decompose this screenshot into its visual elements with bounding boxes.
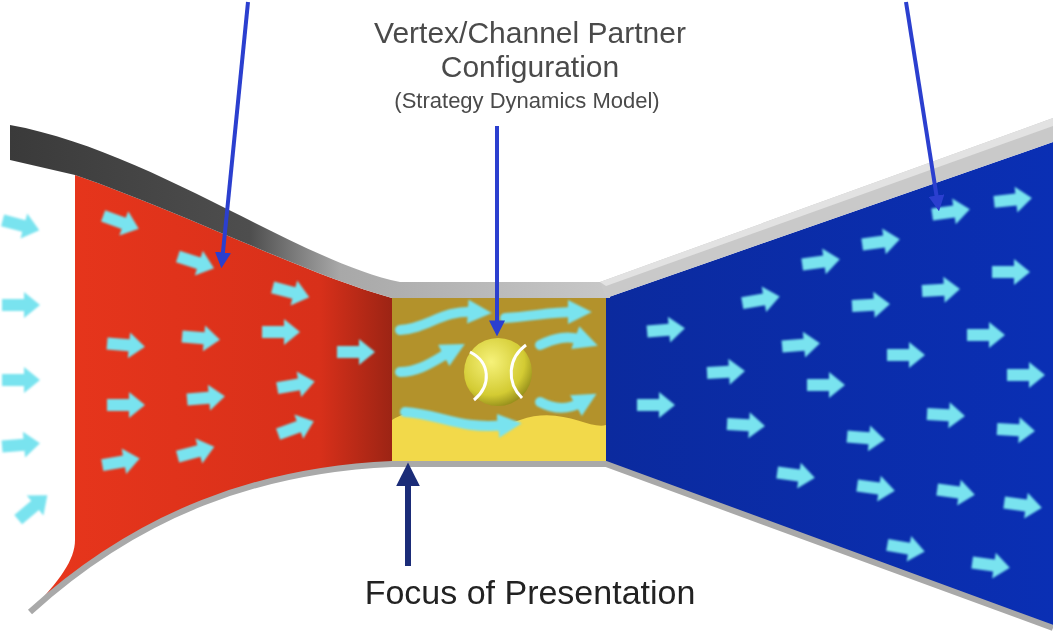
flow-arrow [540, 338, 582, 345]
flow-arrow [540, 402, 582, 408]
callout-label: Focus of Presentation [365, 572, 696, 612]
flow-arrow [100, 446, 142, 478]
pointer-arrow [495, 126, 499, 330]
flow-arrow [1007, 362, 1045, 388]
flow-arrow [935, 477, 976, 508]
flow-arrow [2, 367, 40, 393]
flow-arrow [860, 226, 901, 257]
flow-arrows [637, 185, 1045, 581]
flow-arrow [186, 383, 226, 412]
lower-wall [30, 464, 1053, 628]
flow-arrow [781, 330, 821, 359]
flow-arrow [10, 485, 56, 529]
flow-arrow [505, 312, 575, 318]
tennis-ball [464, 338, 532, 406]
flow-arrow [706, 358, 745, 386]
callout-subtitle: (Strategy Dynamics Model) [394, 88, 659, 114]
flow-arrow [106, 330, 146, 359]
flow-arrow [855, 473, 896, 504]
upper-wall-right [600, 118, 1053, 298]
ball-seam [470, 352, 486, 400]
converging-section [30, 175, 392, 612]
flow-arrow [970, 550, 1011, 581]
flow-arrow [269, 275, 312, 310]
ball-seam [511, 345, 526, 398]
flow-arrow [400, 312, 475, 330]
flow-arrow [800, 246, 841, 277]
pointer-arrow [405, 472, 411, 566]
flow-arrow [0, 208, 43, 243]
flow-arrow [400, 352, 450, 372]
flow-arrow [887, 342, 925, 368]
flow-arrow [174, 244, 218, 280]
flow-arrow [846, 423, 886, 452]
flow-arrow [99, 204, 144, 241]
flow-arrow [921, 276, 960, 304]
flow-arrow [1002, 490, 1043, 521]
flow-arrow [274, 409, 319, 446]
flow-arrow [637, 392, 675, 418]
flow-arrow [181, 323, 221, 352]
flow-arrow [1, 430, 41, 459]
flow-arrow [107, 392, 145, 418]
throat-flow [400, 312, 582, 426]
flow-arrow [174, 434, 217, 469]
flow-arrow [740, 284, 782, 316]
flow-arrow [926, 401, 965, 429]
flow-arrow [646, 315, 686, 344]
pointer-arrow [222, 2, 248, 262]
flow-arrow [337, 339, 375, 365]
pointer-arrow [906, 2, 938, 205]
flow-arrows [0, 204, 375, 530]
flow-arrow [807, 372, 845, 398]
flow-arrow [405, 412, 505, 426]
callout-label: Vertex/Channel Partner Configuration [358, 16, 703, 84]
flow-arrow [851, 291, 890, 319]
flow-arrow [726, 411, 765, 439]
flow-arrow [885, 532, 927, 564]
flow-arrow [993, 185, 1034, 215]
upper-wall-right-face [600, 118, 1053, 286]
flow-arrow [262, 319, 300, 345]
flow-arrow [992, 259, 1030, 285]
flow-arrow [275, 369, 317, 401]
flow-arrow [967, 322, 1005, 348]
throat-highlight [392, 412, 606, 464]
flow-arrow [2, 292, 40, 318]
flow-arrow [775, 460, 816, 491]
upper-wall [10, 125, 610, 298]
flow-arrow [996, 416, 1035, 444]
